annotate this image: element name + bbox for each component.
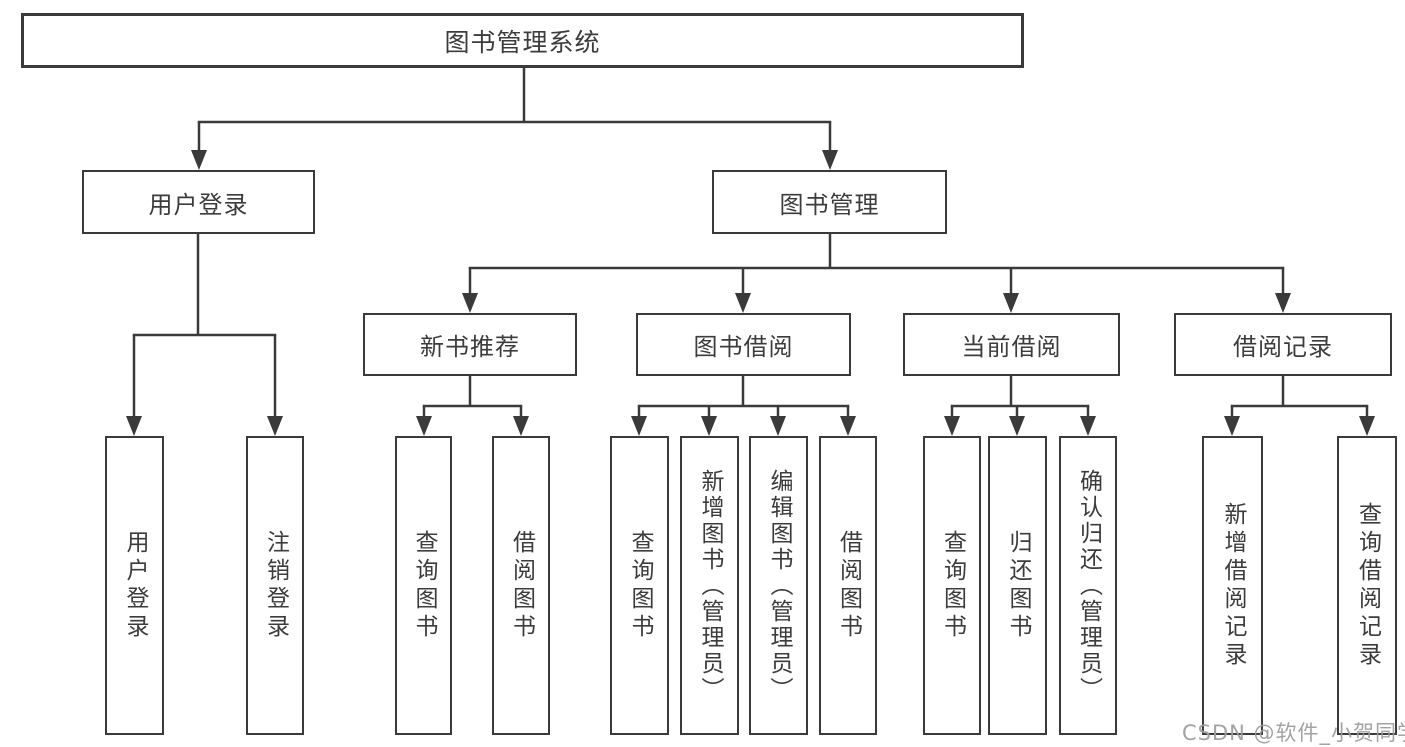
- leaf-logout: 注销登录: [246, 436, 304, 735]
- leaf-borrow-books: 借阅图书: [819, 436, 877, 735]
- node-new-book-recommend: 新书推荐: [363, 313, 577, 376]
- leaf-confirm-return-admin: 确认归还（管理员）: [1059, 436, 1117, 735]
- node-root-system: 图书管理系统: [21, 13, 1024, 68]
- leaf-user-login: 用户登录: [105, 436, 164, 735]
- node-book-management: 图书管理: [712, 170, 947, 234]
- leaf-return-book: 归还图书: [988, 436, 1047, 735]
- node-user-login: 用户登录: [82, 170, 315, 234]
- leaf-query-books-borrow: 查询图书: [610, 436, 669, 735]
- node-current-borrow: 当前借阅: [903, 313, 1120, 376]
- leaf-query-books-current: 查询图书: [923, 436, 981, 735]
- leaf-add-book-admin: 新增图书（管理员）: [680, 436, 739, 735]
- csdn-watermark: CSDN @软件_小贺同学: [1182, 721, 1405, 745]
- leaf-query-books-recommend: 查询图书: [395, 436, 452, 735]
- node-book-borrow: 图书借阅: [636, 313, 851, 376]
- node-borrow-records: 借阅记录: [1174, 313, 1392, 376]
- leaf-query-borrow-record: 查询借阅记录: [1337, 436, 1397, 735]
- leaf-borrow-books-recommend: 借阅图书: [492, 436, 550, 735]
- leaf-add-borrow-record: 新增借阅记录: [1202, 436, 1263, 735]
- leaf-edit-book-admin: 编辑图书（管理员）: [749, 436, 808, 735]
